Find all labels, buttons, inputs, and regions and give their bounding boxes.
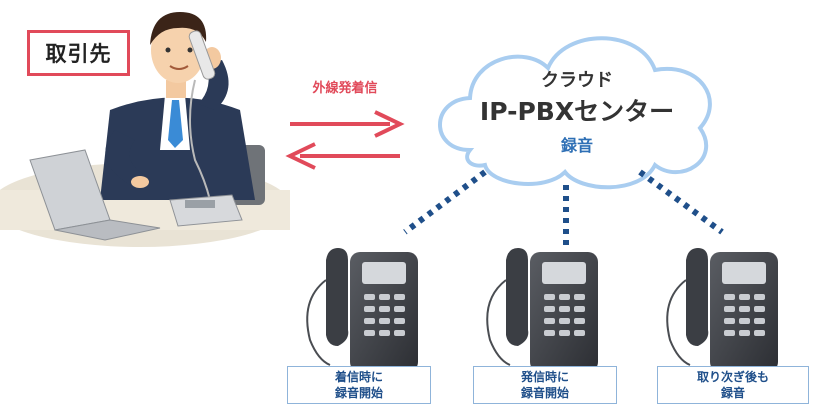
phone-2-caption-line2: 録音開始	[521, 385, 569, 401]
arrow-outgoing	[290, 112, 400, 136]
desk-phone-illustration	[170, 195, 242, 226]
ip-phone-3	[667, 248, 778, 372]
phone-3-caption-line2: 録音	[721, 385, 745, 401]
phone-1-caption-line1: 着信時に	[335, 369, 383, 385]
ip-phone-1	[307, 248, 418, 372]
phone-2-caption-line1: 発信時に	[521, 369, 569, 385]
call-arrows	[290, 112, 400, 168]
link-to-phone-1	[405, 172, 485, 232]
arrow-incoming	[290, 144, 400, 168]
phone-2-caption: 発信時に 録音開始	[473, 366, 617, 404]
phone-3-caption: 取り次ぎ後も 録音	[657, 366, 809, 404]
cloud-center-name: IP-PBXセンター	[452, 92, 702, 128]
client-label: 取引先	[27, 30, 130, 76]
ip-phone-2	[487, 248, 598, 372]
phone-1-caption: 着信時に 録音開始	[287, 366, 431, 404]
phone-1-caption-line2: 録音開始	[335, 385, 383, 401]
cloud-title: クラウド	[452, 66, 702, 92]
outside-line-call-label: 外線発着信	[290, 77, 400, 96]
link-to-phone-3	[640, 172, 722, 232]
phone-3-caption-line1: 取り次ぎ後も	[697, 369, 769, 385]
network-lines	[405, 172, 722, 245]
cloud-recording-label: 録音	[452, 132, 702, 156]
